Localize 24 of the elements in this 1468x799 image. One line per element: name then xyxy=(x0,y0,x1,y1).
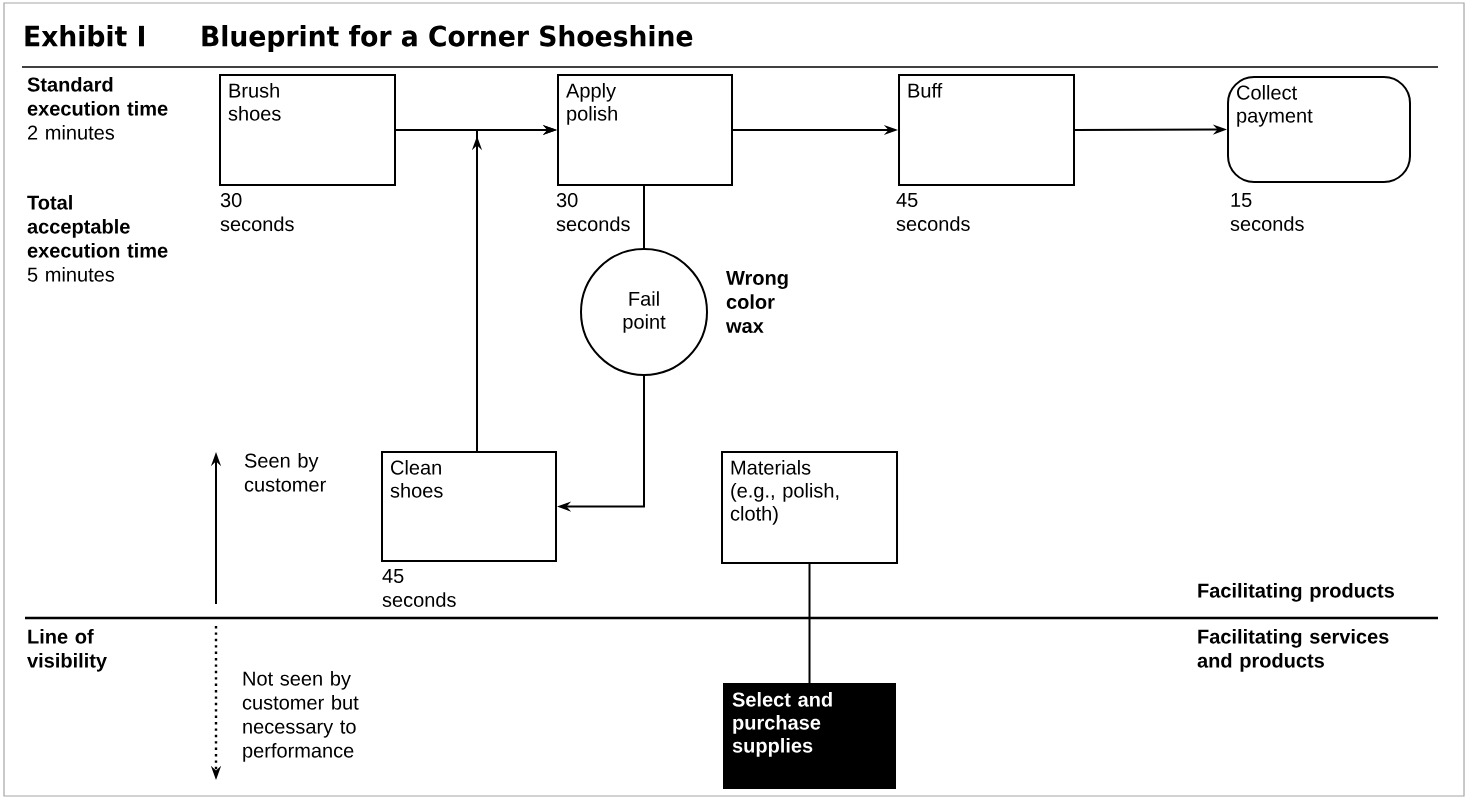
side-note: Seen by customer xyxy=(244,453,326,492)
time-label: 15 seconds xyxy=(1230,193,1304,231)
process-box: Materials (e.g., polish, cloth) xyxy=(721,451,898,564)
time-label: 45 seconds xyxy=(896,193,970,231)
process-box: Brush shoes xyxy=(219,74,396,186)
exhibit-label: Exhibit I xyxy=(25,25,144,47)
process-box: Buff xyxy=(898,74,1075,186)
row-label: Facilitating products xyxy=(1198,583,1394,602)
row-label: Facilitating services and products xyxy=(1197,629,1389,672)
process-box: Apply polish xyxy=(557,74,733,186)
terminal-box: Collect payment xyxy=(1227,76,1411,183)
time-label: 45 seconds xyxy=(382,569,456,607)
time-label: 30 seconds xyxy=(220,193,294,232)
time-label: 30 seconds xyxy=(556,193,630,232)
side-note: Total acceptable execution time 5 minutes xyxy=(27,195,168,282)
process-box: Clean shoes xyxy=(381,451,557,562)
title: Blueprint for a Corner Shoeshine xyxy=(202,25,693,53)
annotation: Wrong color wax xyxy=(725,271,788,333)
side-note: Not seen by customer but necessary to performance xyxy=(242,671,359,762)
side-note: Standard execution time 2 minutes xyxy=(27,77,168,140)
connector-line xyxy=(643,185,645,249)
connector-line xyxy=(808,563,811,684)
row-label: Line of visibility xyxy=(27,629,107,672)
support-box: Select and purchase supplies xyxy=(723,683,896,789)
